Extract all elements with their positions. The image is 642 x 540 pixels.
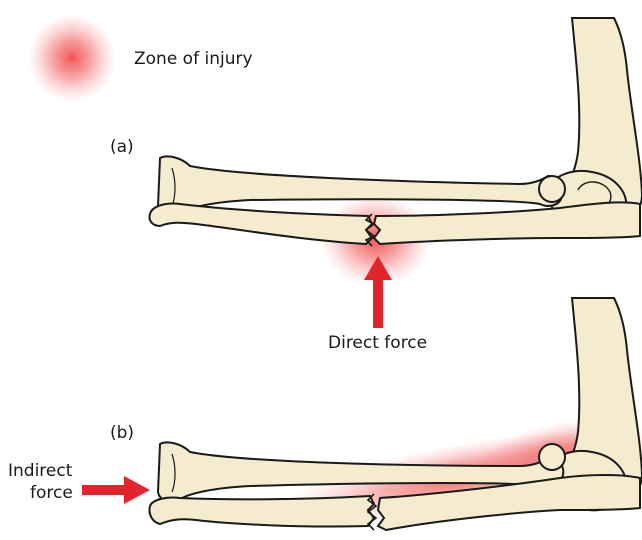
panel-b-label: (b): [110, 423, 134, 443]
indirect-force-label-line1: Indirect: [8, 461, 72, 481]
direct-force-label: Direct force: [328, 333, 427, 353]
panel-a-label: (a): [110, 137, 134, 157]
legend-label: Zone of injury: [134, 49, 253, 69]
ulna-b-left: [149, 496, 374, 527]
radial-head-b: [539, 444, 565, 470]
indirect-force-label-line2: force: [30, 483, 73, 503]
injury-zone-legend-swatch: [28, 14, 116, 102]
radial-head-a: [539, 176, 565, 202]
indirect-force-arrow: [82, 476, 150, 504]
